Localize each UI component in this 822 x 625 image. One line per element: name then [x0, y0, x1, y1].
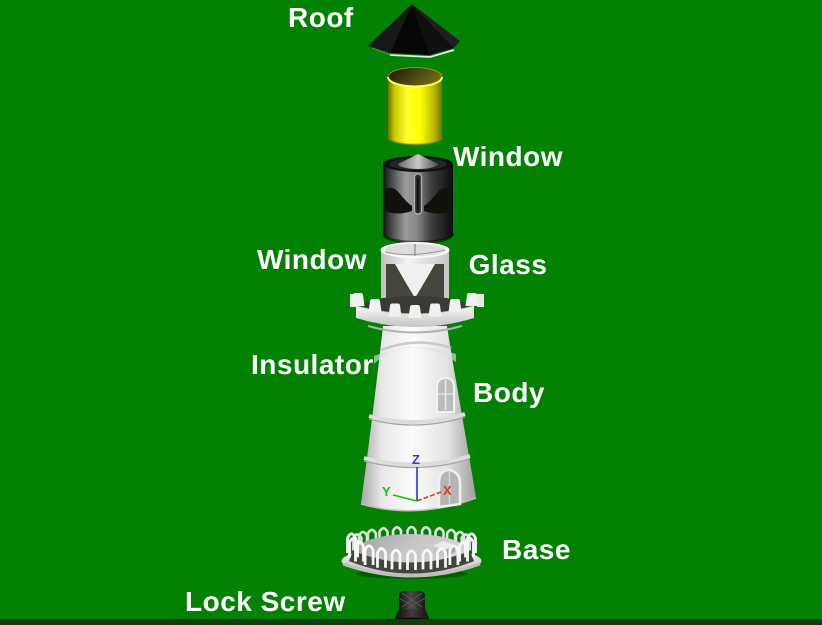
- roof-label: Roof: [288, 2, 354, 33]
- body-door: [437, 468, 462, 509]
- axis-triad-widget[interactable]: Z Y X: [374, 450, 458, 508]
- body-window: [436, 376, 455, 413]
- window-glass-label-line1: Window: [452, 141, 564, 172]
- base-part-3d[interactable]: [336, 508, 488, 588]
- window-insulator-shape: [381, 154, 455, 244]
- axis-z-label: Z: [412, 452, 420, 467]
- window-glass-label-line2: Glass: [468, 249, 548, 280]
- lock-screw-label: Lock Screw: [185, 586, 346, 617]
- window-insulator-label: Window Insulator: [251, 172, 373, 452]
- axis-y-label: Y: [382, 484, 391, 499]
- roof-part-3d[interactable]: [366, 2, 462, 60]
- base-shape: [341, 525, 482, 579]
- window-glass-label: Window Glass: [447, 67, 569, 355]
- body-part-3d[interactable]: [350, 242, 485, 520]
- viewport-bottom-edge: [0, 619, 822, 625]
- axis-x-label: X: [443, 483, 452, 498]
- base-label: Base: [502, 534, 571, 565]
- body-lantern-room: [380, 242, 450, 306]
- axis-lines: [392, 467, 442, 502]
- window-glass-part-3d[interactable]: [386, 66, 444, 146]
- window-insulator-label-line1: Window: [256, 244, 368, 275]
- roof-facets: [368, 4, 460, 58]
- body-tower: [360, 326, 477, 512]
- window-glass-cylinder: [387, 67, 443, 146]
- window-insulator-label-line2: Insulator: [251, 349, 374, 380]
- window-insulator-part-3d[interactable]: [379, 153, 457, 245]
- body-parapet: [350, 293, 484, 334]
- body-label: Body: [473, 377, 545, 408]
